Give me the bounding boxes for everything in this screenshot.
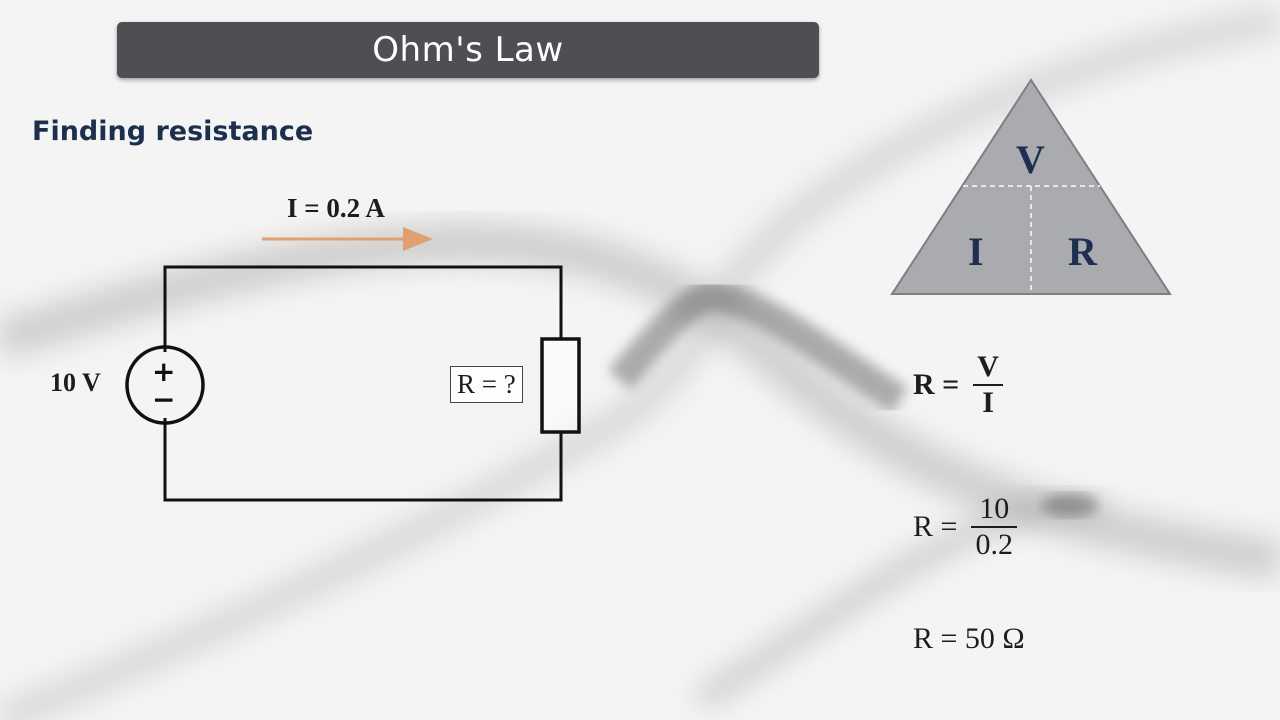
triangle-voltage-label: V [1016,137,1045,182]
source-minus-sign: − [152,383,176,416]
page-title: Ohm's Law [372,30,564,70]
equation-substitution: R = 10 0.2 [913,492,1017,562]
fraction-numerator: V [977,350,999,383]
equation-lhs: R = [913,368,960,401]
fraction-bar [973,384,1003,386]
triangle-resistance-label: R [1068,229,1097,274]
equation-lhs: R = [913,510,958,543]
equation-result: R = 50 Ω [913,622,1025,655]
source-plus-sign: + [152,355,176,388]
section-subtitle: Finding resistance [32,116,314,147]
fraction: 10 0.2 [971,492,1017,562]
voltage-source-icon [125,345,205,425]
equation-formula: R = V I [913,350,1003,420]
circuit-wires [163,265,563,502]
fraction: V I [973,350,1003,420]
fraction-denominator: 0.2 [975,528,1013,561]
formula-triangle [890,78,1172,295]
title-bar: Ohm's Law [117,22,819,78]
triangle-current-label: I [968,229,984,274]
fraction-denominator: I [982,386,994,419]
fraction-numerator: 10 [979,492,1010,525]
voltage-label: 10 V [50,368,101,397]
resistor-icon [540,337,581,434]
fraction-bar [971,526,1017,528]
current-label: I = 0.2 A [287,193,385,223]
resistor-label: R = ? [450,366,523,403]
